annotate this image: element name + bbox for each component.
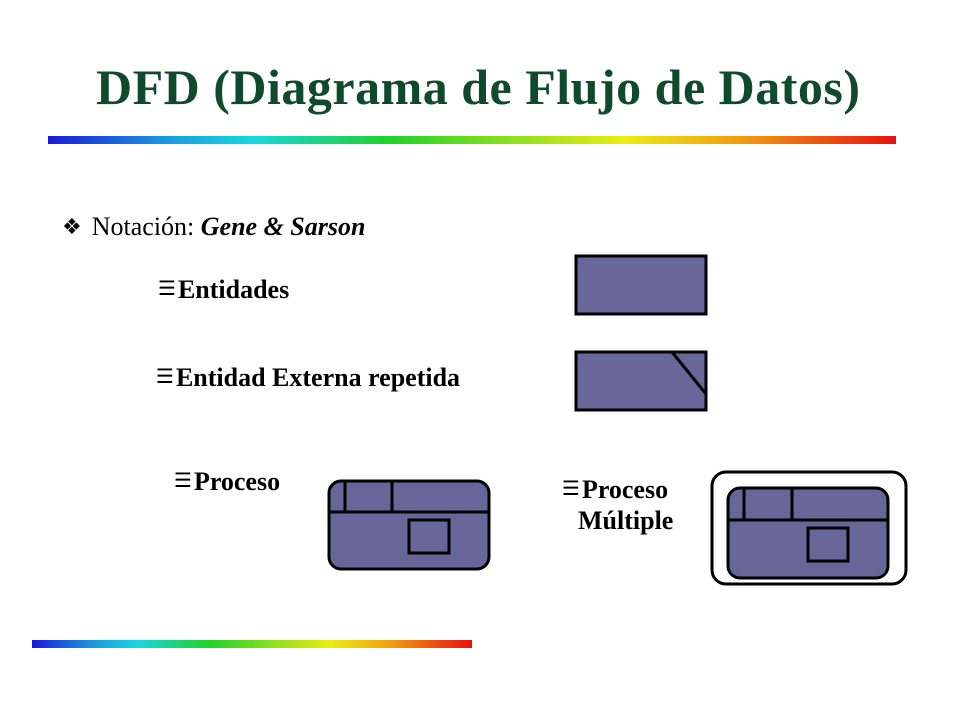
item-proceso-multiple: ☰Proceso Múltiple	[562, 474, 673, 536]
notation-label: Notación:	[91, 212, 201, 241]
rainbow-divider-top	[48, 136, 896, 144]
list-glyph-icon: ☰	[174, 468, 192, 492]
list-glyph-icon: ☰	[158, 276, 176, 300]
item-label: Entidad Externa repetida	[175, 363, 461, 392]
item-label: Proceso	[193, 467, 281, 496]
notation-name: Gene & Sarson	[200, 212, 366, 241]
list-glyph-icon: ☰	[562, 476, 580, 500]
rainbow-divider-bottom	[32, 640, 472, 648]
item-label-line1: Proceso	[581, 475, 669, 504]
item-label: Entidades	[177, 275, 290, 304]
diamond-fleuron-icon: ❖	[62, 215, 82, 240]
entity-symbol	[574, 254, 708, 316]
list-glyph-icon: ☰	[156, 364, 174, 388]
process-symbol	[327, 479, 491, 571]
multiple-process-symbol	[710, 470, 908, 586]
item-entidad-externa-repetida: ☰Entidad Externa repetida	[156, 362, 460, 393]
item-entidades: ☰Entidades	[158, 274, 289, 305]
item-label-line2: Múltiple	[578, 506, 674, 536]
repeated-entity-symbol	[574, 350, 708, 412]
item-proceso: ☰Proceso	[174, 466, 280, 497]
notation-bullet: ❖ Notación: Gene & Sarson	[62, 212, 365, 242]
slide-title: DFD (Diagrama de Flujo de Datos)	[96, 59, 861, 115]
